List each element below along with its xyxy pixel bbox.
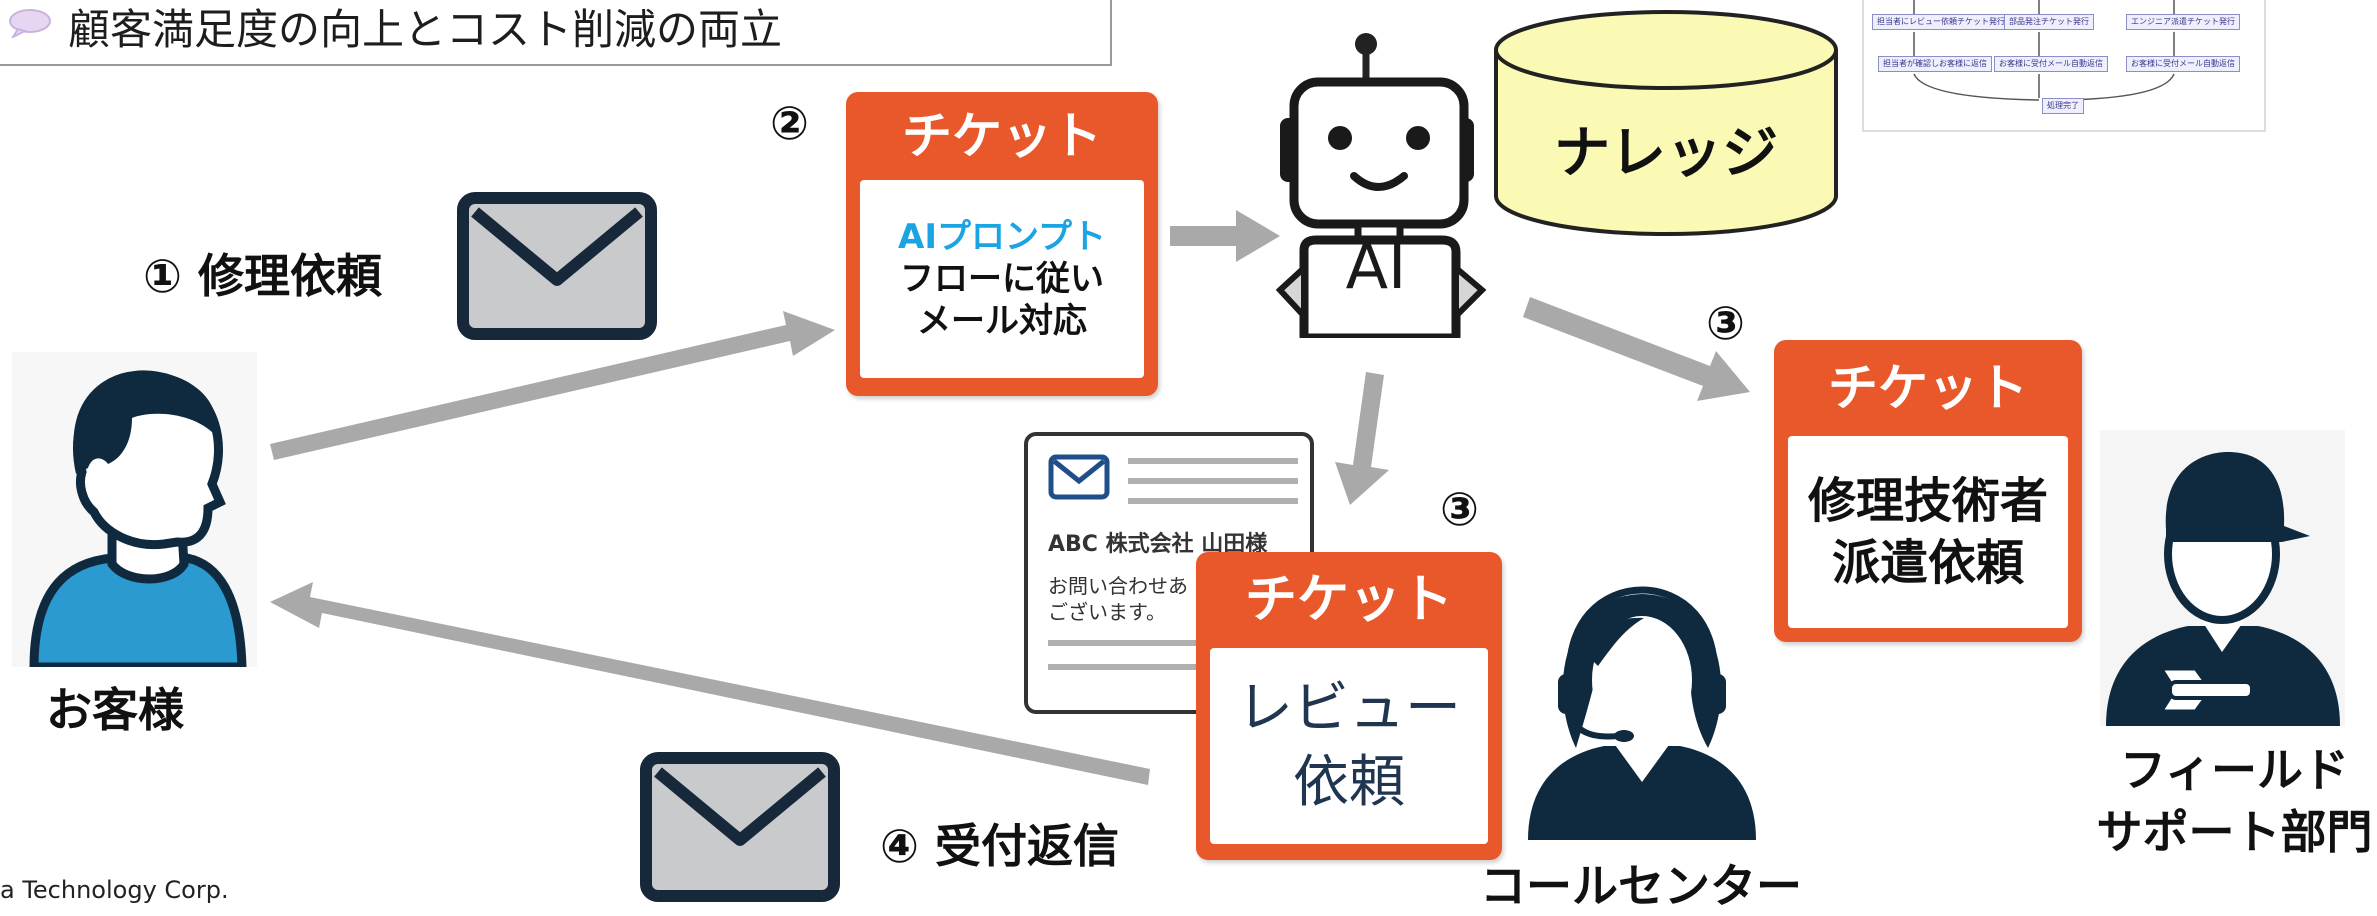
ticket-line-request: 依頼 — [1293, 750, 1405, 815]
field-support-label-1: フィールド — [2119, 743, 2350, 797]
call-center-operator-icon — [1528, 586, 1756, 840]
flow-node-confirm: 担当者が確認しお客様に返信 — [1878, 56, 1992, 72]
doc-line — [1048, 640, 1228, 646]
robot-icon — [1275, 33, 1487, 338]
doc-line — [1128, 498, 1298, 504]
ticket-title: チケット — [1828, 359, 2028, 417]
email-line-2: ございます。 — [1048, 600, 1166, 624]
ticket-dispatch-request: チケット 修理技術者 派遣依頼 — [1774, 340, 2082, 642]
header-box — [0, 0, 1112, 66]
envelope-icon — [1048, 454, 1110, 500]
ticket-title: チケット — [1244, 570, 1453, 630]
ticket-review-request: チケット レビュー 依頼 — [1196, 552, 1502, 860]
flow-thumbnail: 担当者にレビュー依頼チケット発行 部品発注チケット発行 エンジニア派遣チケット発… — [1862, 0, 2266, 132]
step1-label: ① 修理依頼 — [143, 249, 382, 303]
copyright-text: a Technology Corp. — [0, 876, 229, 904]
flow-connectors — [1913, 0, 2175, 101]
ticket-line-flow: フローに従い — [900, 259, 1104, 299]
speech-bubble-icon — [9, 9, 51, 38]
page-title: 顧客満足度の向上とコスト削減の両立 — [68, 5, 783, 54]
ticket-ai-prompt: チケット AIプロンプト フローに従い メール対応 — [846, 92, 1158, 396]
ticket-title: チケット — [902, 107, 1102, 165]
knowledge-label: ナレッジ — [1554, 121, 1778, 186]
envelope-icon — [640, 752, 840, 902]
arrow-customer-to-ticket — [270, 311, 835, 460]
flow-node-parts: 部品発注チケット発行 — [2004, 14, 2094, 30]
call-center-label: コールセンター — [1480, 859, 1802, 913]
ticket-line-ai-prompt: AIプロンプト — [898, 217, 1106, 257]
flow-node-engineer: エンジニア派遣チケット発行 — [2126, 14, 2240, 30]
field-technician-icon — [2100, 430, 2345, 726]
ticket-line-review: レビュー — [1237, 676, 1461, 741]
ai-label: AI — [1345, 230, 1407, 303]
customer-label: お客様 — [46, 683, 184, 737]
ticket-line-technician: 修理技術者 — [1807, 473, 2048, 529]
email-line-1: お問い合わせあ — [1048, 574, 1188, 598]
customer-person-icon — [12, 352, 257, 667]
doc-line — [1128, 478, 1298, 484]
arrow-ticket-to-ai — [1170, 210, 1280, 262]
envelope-icon — [457, 192, 657, 340]
ticket-body: レビュー 依頼 — [1210, 648, 1488, 844]
ticket-line-mail: メール対応 — [917, 301, 1087, 341]
flow-node-end: 処理完了 — [2042, 98, 2084, 114]
flow-node-autoreply-1: お客様に受付メール自動返信 — [1994, 56, 2108, 72]
database-cylinder-icon — [1494, 10, 1838, 236]
flow-node-autoreply-2: お客様に受付メール自動返信 — [2126, 56, 2240, 72]
doc-line — [1048, 664, 1228, 670]
field-support-label-2: サポート部門 — [2096, 805, 2373, 859]
step3-label-review: ③ — [1440, 482, 1479, 536]
ticket-body: 修理技術者 派遣依頼 — [1788, 436, 2068, 628]
step4-label: ④ 受付返信 — [880, 819, 1119, 873]
arrow-ai-to-dispatch — [1523, 297, 1750, 401]
step3-label-dispatch: ③ — [1706, 296, 1745, 350]
ticket-body: AIプロンプト フローに従い メール対応 — [860, 180, 1144, 378]
ticket-line-dispatch: 派遣依頼 — [1831, 535, 2024, 591]
doc-line — [1128, 458, 1298, 464]
arrow-ai-to-email — [1335, 372, 1389, 505]
step2-label: ② — [770, 96, 809, 150]
arrow-reply-to-customer — [270, 582, 1150, 785]
